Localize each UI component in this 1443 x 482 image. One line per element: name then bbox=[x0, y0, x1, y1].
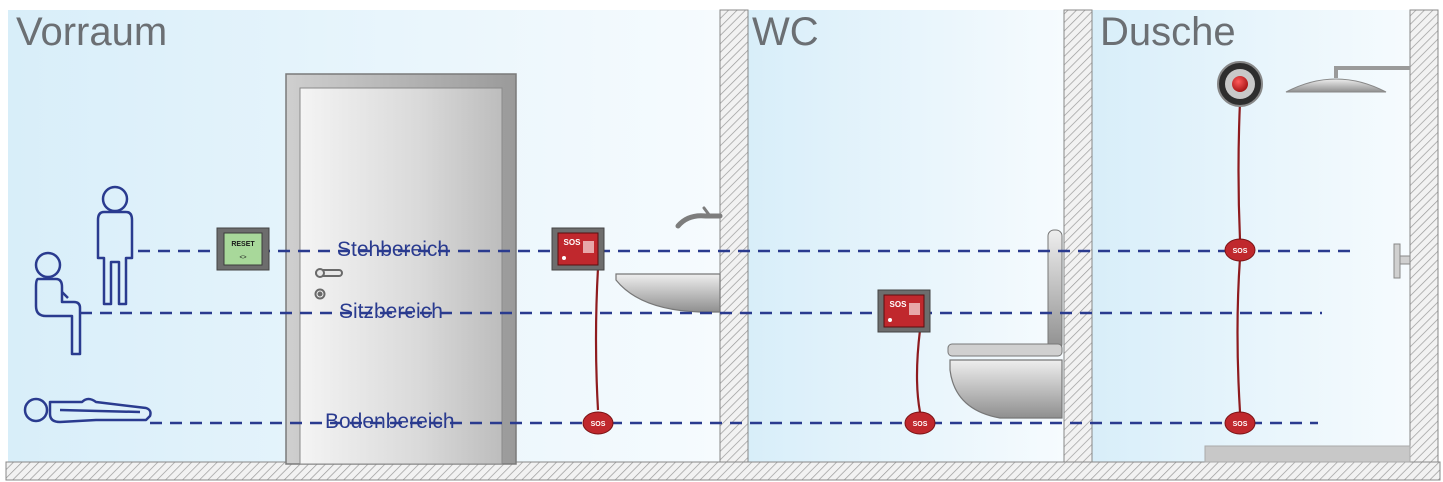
sos-pendant-vorraum-floor[interactable]: SOS bbox=[582, 411, 614, 435]
zone-label-stehbereich: Stehbereich bbox=[337, 238, 450, 261]
sos-pendant-wc-floor[interactable]: SOS bbox=[904, 411, 936, 435]
sos-cord-vorraum bbox=[594, 267, 600, 411]
sitting-person-icon bbox=[34, 251, 82, 356]
sos-ceiling-button[interactable] bbox=[1217, 61, 1263, 107]
sos-pull-panel-wc[interactable]: SOS bbox=[877, 289, 931, 333]
door-handle-icon bbox=[314, 268, 343, 300]
wall-bracket-icon bbox=[1393, 243, 1411, 279]
sos-cord-wc bbox=[915, 329, 922, 413]
standing-person-icon bbox=[96, 185, 134, 306]
zone-label-sitzbereich: Sitzbereich bbox=[339, 300, 443, 323]
zone-label-bodenbereich: Bodenbereich bbox=[325, 410, 455, 433]
svg-text:<>: <> bbox=[239, 255, 247, 261]
sos-text: SOS bbox=[1233, 248, 1248, 255]
sos-text: SOS bbox=[890, 300, 908, 309]
sos-cord-dusche-upper bbox=[1237, 101, 1242, 241]
floor bbox=[5, 461, 1441, 481]
toilet-icon bbox=[947, 229, 1063, 419]
sos-text: SOS bbox=[591, 421, 606, 428]
room-label-dusche: Dusche bbox=[1100, 10, 1236, 54]
sos-pendant-dusche-stand[interactable]: SOS bbox=[1224, 238, 1256, 262]
sos-text: SOS bbox=[913, 421, 928, 428]
sos-pendant-dusche-floor[interactable]: SOS bbox=[1224, 411, 1256, 435]
wall-vorraum-wc bbox=[719, 9, 749, 463]
sos-text: SOS bbox=[564, 238, 582, 247]
wall-right bbox=[1409, 9, 1439, 463]
room-label-vorraum: Vorraum bbox=[16, 10, 168, 54]
faucet-icon bbox=[675, 206, 723, 229]
reset-panel: RESET <> bbox=[216, 227, 270, 271]
sos-cord-dusche-lower bbox=[1236, 257, 1242, 413]
room-label-wc: WC bbox=[752, 10, 819, 54]
shower-tray bbox=[1204, 445, 1411, 463]
reset-label: RESET bbox=[231, 241, 255, 248]
sos-pull-panel-vorraum[interactable]: SOS bbox=[551, 227, 605, 271]
wall-wc-dusche bbox=[1063, 9, 1093, 463]
shower-head-icon bbox=[1285, 66, 1410, 93]
lying-person-icon bbox=[23, 397, 152, 424]
sos-text: SOS bbox=[1233, 421, 1248, 428]
